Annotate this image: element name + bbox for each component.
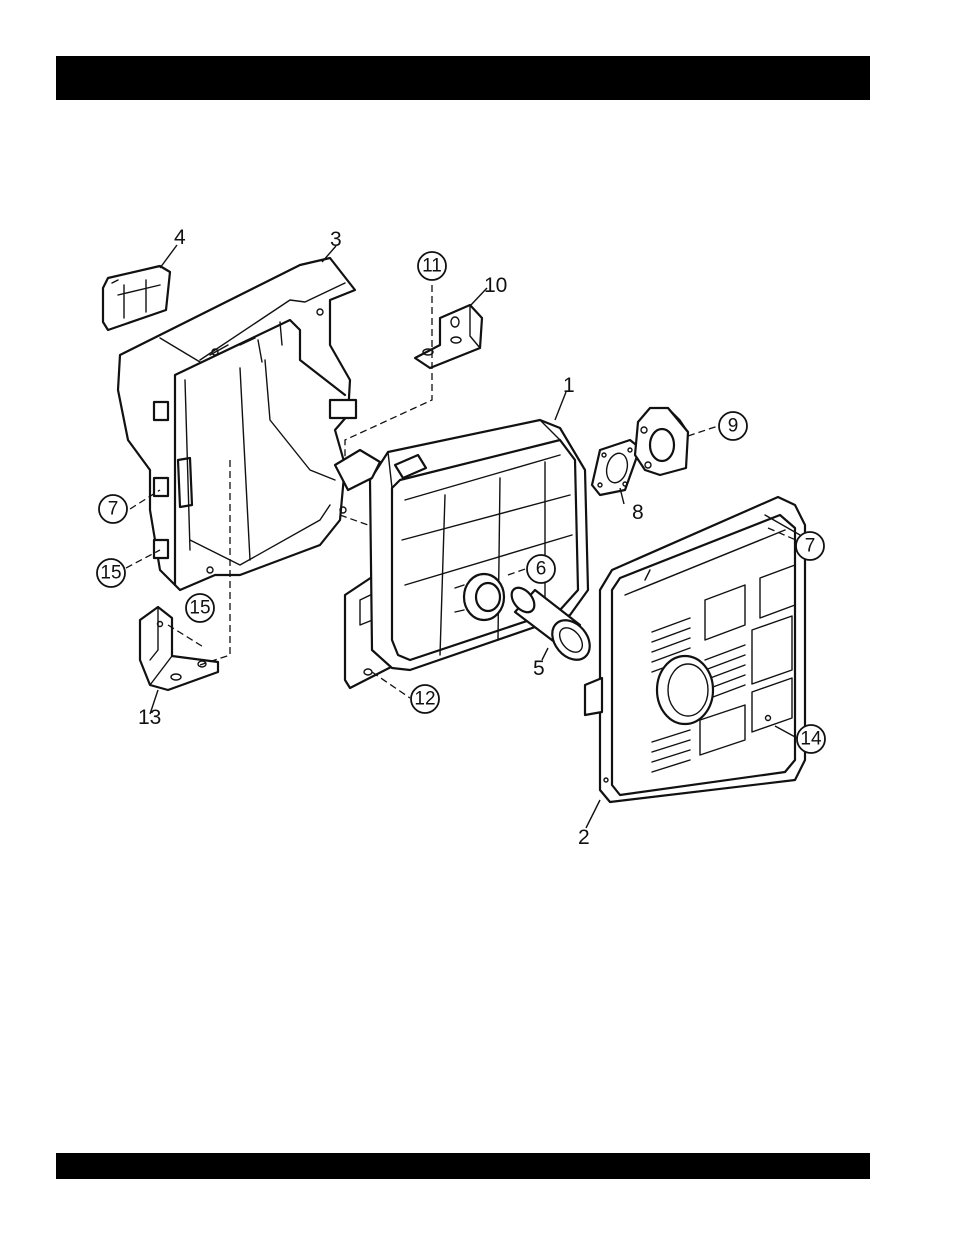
part-9-flange	[635, 408, 688, 475]
callout-15-bracket: 15	[189, 598, 210, 619]
callout-12: 12	[414, 689, 435, 710]
part-2-front-cover	[585, 497, 805, 802]
callout-8: 8	[632, 501, 644, 524]
callout-15-left: 15	[100, 563, 121, 584]
callout-4: 4	[174, 226, 186, 249]
callout-11: 11	[422, 256, 442, 277]
callout-10: 10	[484, 274, 507, 297]
circled-callout-15-bracket: 15	[186, 594, 214, 622]
callout-14: 14	[800, 729, 822, 750]
part-4-cover-plate	[103, 266, 170, 330]
callout-3: 3	[330, 228, 342, 251]
circled-callout-15-left: 15	[97, 559, 125, 587]
callout-1: 1	[563, 374, 575, 397]
circled-callout-7-right: 7	[796, 532, 824, 560]
callout-7-right: 7	[805, 536, 816, 557]
callout-2: 2	[578, 826, 590, 849]
callout-5: 5	[533, 657, 545, 680]
circled-callout-11: 11	[418, 252, 446, 280]
circled-callout-7-left: 7	[99, 495, 127, 523]
circled-callout-6: 6	[527, 555, 555, 583]
part-8-gasket	[592, 440, 640, 495]
callout-7-left: 7	[108, 499, 119, 520]
callout-9: 9	[728, 416, 739, 437]
callout-6: 6	[536, 559, 547, 580]
part-10-bracket	[415, 305, 482, 368]
callout-13: 13	[138, 706, 161, 729]
circled-callout-12: 12	[411, 685, 439, 713]
circled-callout-9: 9	[719, 412, 747, 440]
